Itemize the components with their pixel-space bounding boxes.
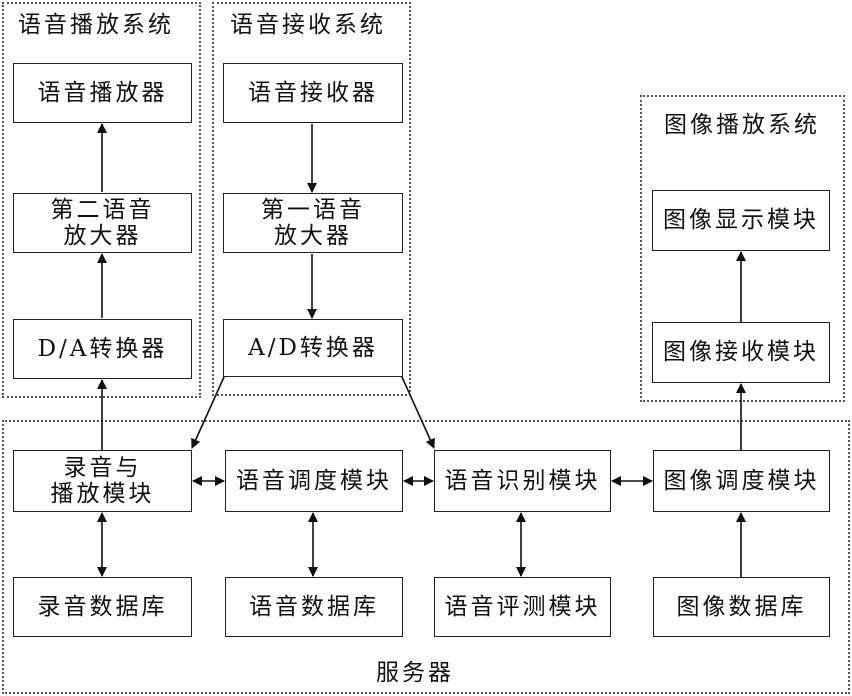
first-amplifier-box: 第一语音 放大器 <box>223 193 403 253</box>
voice-db-box: 语音数据库 <box>225 577 403 637</box>
arrow-ad-to-record <box>192 377 224 448</box>
record-db-box: 录音数据库 <box>13 577 192 637</box>
voice-dispatch-box: 语音调度模块 <box>225 450 403 512</box>
voice-eval-box: 语音评测模块 <box>434 577 611 637</box>
voice-player-box: 语音播放器 <box>13 63 192 123</box>
image-db-box: 图像数据库 <box>653 577 830 637</box>
record-playback-box: 录音与 播放模块 <box>13 450 192 512</box>
ad-converter-box: A/D转换器 <box>223 319 403 377</box>
image-receive-box: 图像接收模块 <box>652 322 830 383</box>
arrow-ad-to-recognition <box>402 377 434 448</box>
image-display-box: 图像显示模块 <box>652 190 830 251</box>
image-dispatch-box: 图像调度模块 <box>653 450 830 512</box>
voice-recognition-box: 语音识别模块 <box>434 450 611 512</box>
second-amplifier-box: 第二语音 放大器 <box>13 193 192 253</box>
voice-receiver-box: 语音接收器 <box>223 63 403 123</box>
da-converter-box: D/A转换器 <box>13 319 192 379</box>
